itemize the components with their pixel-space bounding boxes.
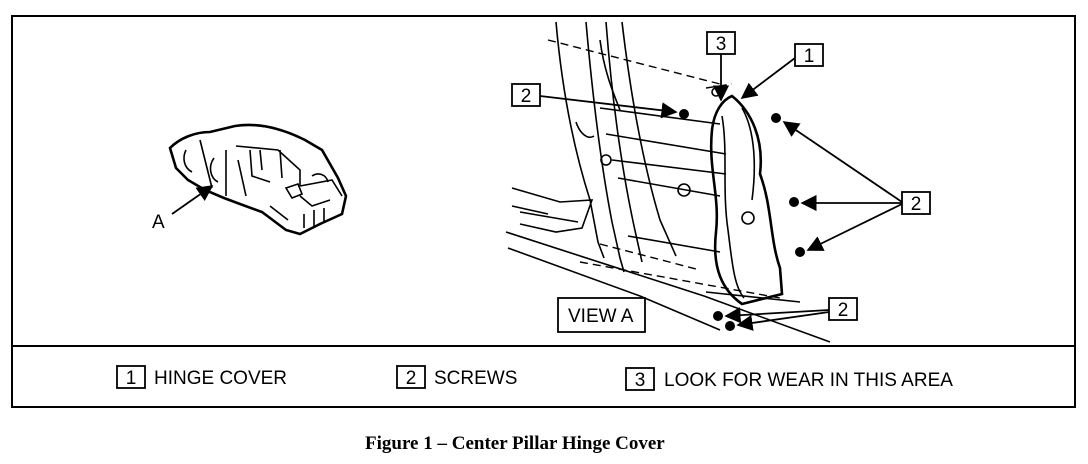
- callout-box-1: [794, 43, 824, 67]
- legend-number-2: 2: [406, 368, 417, 389]
- callout-box-2a: [511, 83, 541, 107]
- callout-number-3: 3: [716, 34, 727, 55]
- callout-leader-2b-3: [806, 203, 903, 251]
- figure-caption: Figure 1 – Center Pillar Hinge Cover: [365, 433, 665, 454]
- diagram-frame: [11, 15, 1076, 408]
- callout-box-2c: [828, 297, 858, 321]
- view-label-box: [557, 297, 646, 333]
- legend-text-3: LOOK FOR WEAR IN THIS AREA: [664, 370, 953, 391]
- car-body-illustration: [168, 123, 348, 236]
- legend-box-2: [396, 365, 426, 389]
- legend-number-3: 3: [635, 370, 646, 391]
- callout-leader-2c-2: [736, 311, 830, 331]
- legend-text-1: HINGE COVER: [154, 368, 287, 389]
- callout-number-2a: 2: [521, 86, 532, 107]
- callout-leader-1: [740, 57, 796, 99]
- callout-leader-2a: [539, 95, 678, 119]
- legend-box-1: [116, 365, 146, 389]
- callout-number-2b: 2: [911, 194, 922, 215]
- callout-leader-2b-1: [782, 121, 903, 203]
- locator-label: A: [152, 212, 165, 233]
- legend: 1 HINGE COVER 2 SCREWS 3 LOOK FOR WEAR I…: [116, 365, 953, 391]
- callout-number-1: 1: [804, 46, 815, 67]
- legend-number-1: 1: [126, 368, 137, 389]
- view-label: VIEW A: [568, 306, 634, 327]
- callout-number-2c: 2: [838, 300, 849, 321]
- legend-box-3: [625, 367, 655, 391]
- locator-arrow: [171, 185, 214, 215]
- view-a-illustration: [505, 21, 831, 343]
- legend-text-2: SCREWS: [434, 368, 517, 389]
